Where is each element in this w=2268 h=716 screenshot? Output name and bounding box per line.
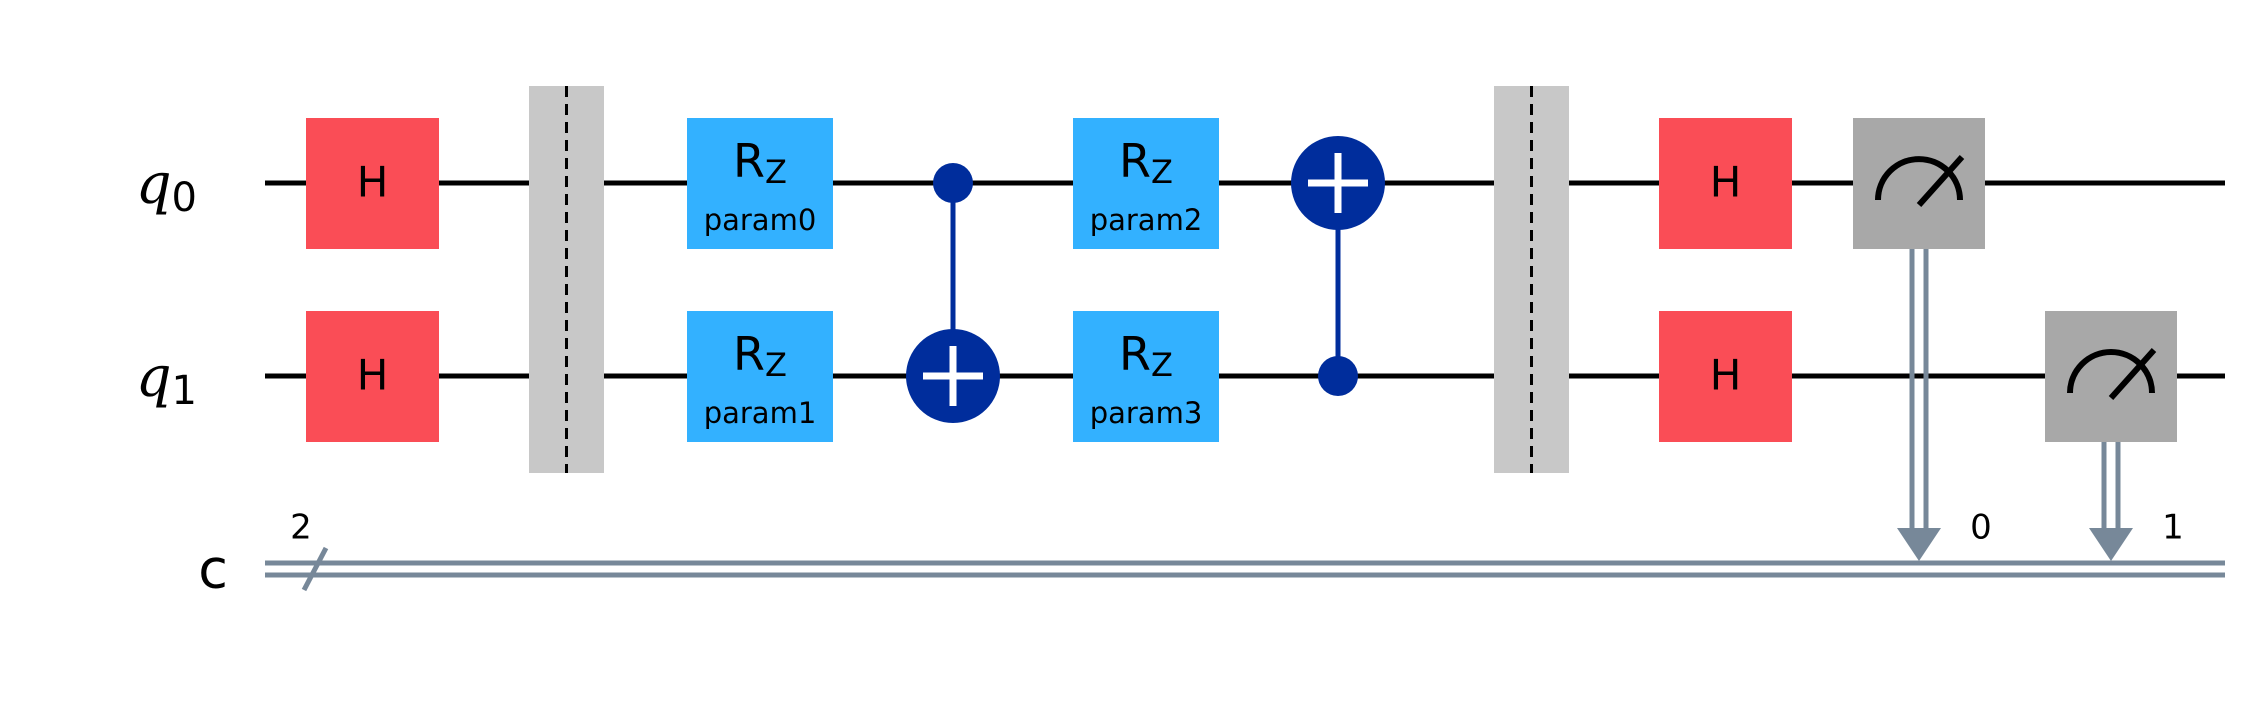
- rz-gate-q1-param1: RZ param1: [687, 311, 833, 442]
- h-gate-q1-final: H: [1659, 311, 1792, 442]
- svg-text:RZ: RZ: [1119, 134, 1173, 192]
- measure-q1: 1: [2045, 311, 2184, 561]
- measure-q1-bit: 1: [2162, 508, 2184, 548]
- control-dot-icon: [933, 163, 973, 203]
- rz-gate-q1-param3: RZ param3: [1073, 311, 1219, 442]
- cnot-q0-q1: [906, 163, 1000, 423]
- measure-q0-bit: 0: [1970, 508, 1992, 548]
- svg-text:param0: param0: [704, 203, 817, 237]
- cnot-q1-q0: [1291, 136, 1385, 396]
- register-label-q1: q1: [136, 345, 197, 415]
- c-bundle-slash: [301, 546, 329, 592]
- barrier-1: [529, 86, 604, 473]
- xor-target-icon: [906, 329, 1000, 423]
- xor-target-icon: [1291, 136, 1385, 230]
- svg-text:param2: param2: [1090, 203, 1203, 237]
- rz-gate-q0-param0: RZ param0: [687, 118, 833, 249]
- svg-text:q0: q0: [136, 152, 197, 222]
- c-bundle-size: 2: [290, 508, 312, 548]
- control-dot-icon: [1318, 356, 1358, 396]
- svg-text:RZ: RZ: [733, 134, 787, 192]
- meter-icon: [2067, 347, 2157, 401]
- register-label-c: c: [198, 538, 228, 601]
- svg-text:RZ: RZ: [1119, 327, 1173, 385]
- meter-icon: [1875, 154, 1965, 208]
- svg-text:param1: param1: [704, 396, 817, 430]
- svg-text:RZ: RZ: [733, 327, 787, 385]
- svg-text:param3: param3: [1090, 396, 1203, 430]
- svg-text:H: H: [357, 351, 389, 400]
- barrier-2: [1494, 86, 1569, 473]
- register-label-q0: q0: [136, 152, 197, 222]
- h-gate-q0: H: [306, 118, 439, 249]
- h-gate-q0-final: H: [1659, 118, 1792, 249]
- svg-text:H: H: [357, 158, 389, 207]
- svg-text:H: H: [1710, 158, 1742, 207]
- h-gate-q1: H: [306, 311, 439, 442]
- svg-text:H: H: [1710, 351, 1742, 400]
- svg-text:q1: q1: [136, 345, 197, 415]
- rz-gate-q0-param2: RZ param2: [1073, 118, 1219, 249]
- measure-q0: 0: [1853, 118, 1992, 561]
